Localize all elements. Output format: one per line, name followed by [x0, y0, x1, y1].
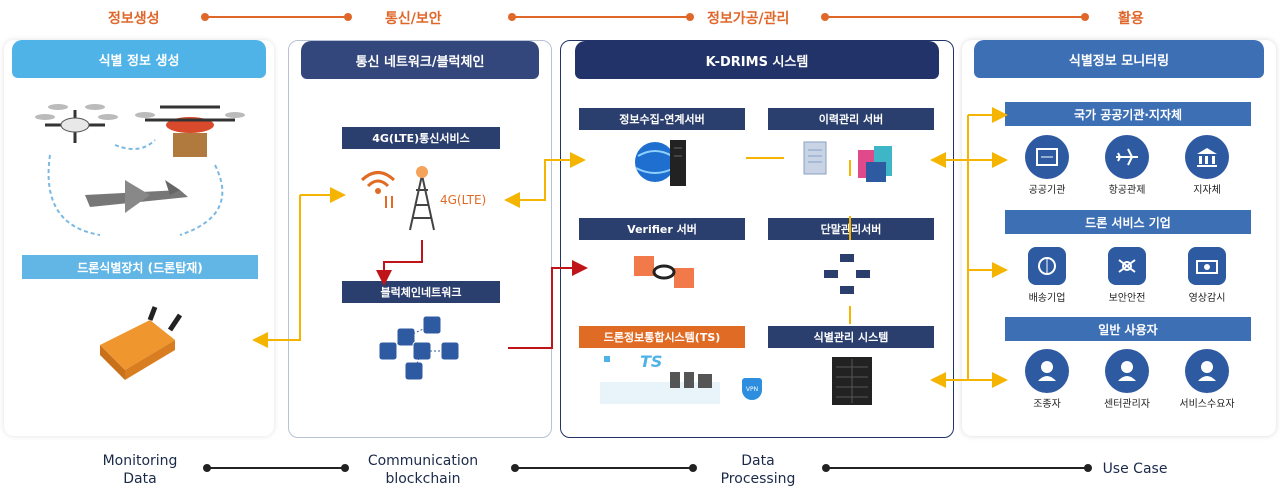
verifier-server-label: Verifier 서버 [579, 218, 745, 240]
city-hall-icon [1185, 135, 1229, 179]
public-agency-icon [1025, 135, 1069, 179]
bottom-label-processing: Data Processing [700, 452, 816, 488]
globe-server-icon [635, 140, 686, 186]
lte-tower-icon [360, 166, 435, 231]
category-drone-companies: 드론 서비스 기업 [1005, 210, 1251, 234]
air-control-label: 항공관제 [1108, 185, 1146, 196]
surveillance-label: 영상감시 [1188, 293, 1226, 304]
category-public: 국가 공공기관·지자체 [1005, 102, 1251, 126]
ts-logo-text: TS [640, 352, 663, 371]
pilot-icon [1025, 349, 1069, 393]
panel-title: K-DRIMS 시스템 [575, 41, 939, 79]
phase-label-communication: 통신/보안 [385, 11, 442, 27]
ts-system-label: 드론정보통합시스템(TS) [579, 326, 745, 348]
terminal-devices-icon [824, 254, 870, 294]
public-agency-label: 공공기관 [1028, 185, 1066, 196]
local-gov-label: 지자체 [1193, 185, 1221, 196]
phase-label-processing: 정보가공/관리 [707, 11, 790, 27]
bottom-label-use-case: Use Case [1090, 460, 1180, 478]
ident-system-label: 식별관리 시스템 [768, 326, 934, 348]
vpn-shield-icon: VPN [742, 378, 762, 400]
delivery-label: 배송기업 [1028, 293, 1066, 304]
server-rack-icon [832, 357, 872, 405]
airplane-icon [1105, 135, 1149, 179]
blockchain-cubes-icon [378, 315, 460, 381]
drone-id-device-icon [100, 306, 183, 380]
bottom-label-monitoring: Monitoring Data [80, 452, 200, 488]
panel-title: 식별 정보 생성 [12, 40, 266, 78]
top-phase-connector [201, 13, 1089, 21]
service-consumer-label: 서비스수요자 [1179, 399, 1235, 410]
collect-server-label: 정보수집-연계서버 [579, 108, 745, 130]
category-general-users: 일반 사용자 [1005, 317, 1251, 341]
center-manager-icon [1105, 349, 1149, 393]
bottom-label-line1: Use Case [1102, 461, 1168, 477]
center-manager-label: 센터관리자 [1104, 399, 1150, 410]
security-map-icon [1108, 247, 1146, 285]
blockchain-network-label: 블럭체인네트워크 [342, 281, 500, 303]
ts-system-graphic [600, 356, 720, 404]
phase-label-generation: 정보생성 [108, 11, 160, 27]
pilot-label: 조종자 [1033, 399, 1061, 410]
drone-id-device-label: 드론식별장치 (드론탑재) [22, 255, 258, 279]
bottom-label-line2: Processing [720, 471, 796, 487]
camera-icon [1188, 247, 1226, 285]
security-label: 보안안전 [1108, 293, 1146, 304]
service-consumer-icon [1185, 349, 1229, 393]
bottom-label-line1: Communication [367, 453, 479, 469]
bottom-label-line2: Data [123, 471, 157, 487]
panel-title: 식별정보 모니터링 [974, 40, 1264, 78]
k-drims-internal-connectors [746, 157, 851, 324]
panel-title: 통신 네트워크/블럭체인 [301, 41, 539, 79]
phase-label-usage: 활용 [1118, 11, 1144, 27]
delivery-icon [1028, 247, 1066, 285]
lte-text: 4G(LTE) [440, 193, 487, 207]
bottom-label-line2: blockchain [385, 471, 461, 487]
bottom-label-communication: Communication blockchain [350, 452, 496, 488]
bottom-phase-connector [203, 464, 1092, 472]
database-icon [803, 141, 892, 182]
history-server-label: 이력관리 서버 [768, 108, 934, 130]
verifier-link-icon [634, 256, 694, 288]
drone-icons [35, 104, 245, 236]
lte-service-label: 4G(LTE)통신서비스 [342, 127, 500, 149]
bottom-label-line1: Data [741, 453, 775, 469]
bottom-label-line1: Monitoring [102, 453, 178, 469]
